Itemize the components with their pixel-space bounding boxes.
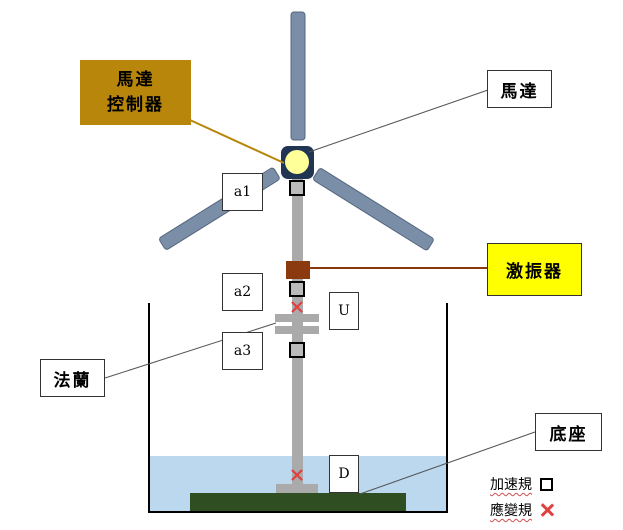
legend-accelerometer: 加速規 bbox=[490, 474, 553, 494]
legend-strain-gauge: 應變規 bbox=[490, 500, 554, 520]
flange-lower bbox=[275, 326, 319, 334]
legend-accelerometer-label: 加速規 bbox=[490, 477, 532, 493]
exciter-label: 激振器 bbox=[487, 243, 582, 296]
strain-gauge-legend-icon bbox=[540, 503, 554, 517]
a1-label: a1 bbox=[222, 173, 263, 211]
accelerometer-a3 bbox=[289, 342, 305, 358]
flange-upper bbox=[275, 314, 319, 322]
motor-label: 馬達 bbox=[487, 70, 552, 108]
accelerometer-a2 bbox=[289, 281, 305, 297]
strain-gauge-u bbox=[291, 301, 303, 313]
base-label: 底座 bbox=[535, 413, 602, 451]
seabed-base bbox=[190, 493, 406, 511]
leader-motor bbox=[308, 89, 489, 153]
accelerometer-a1 bbox=[289, 180, 305, 196]
tower-foot bbox=[276, 484, 318, 493]
a2-label: a2 bbox=[222, 273, 263, 311]
u-label: U bbox=[329, 292, 359, 330]
flange-label: 法蘭 bbox=[40, 359, 105, 397]
tank-outline bbox=[148, 303, 448, 513]
legend-strain-gauge-label: 應變規 bbox=[490, 503, 532, 519]
a3-label: a3 bbox=[222, 332, 263, 370]
motor-hub-center bbox=[285, 150, 309, 174]
exciter-body bbox=[286, 261, 310, 279]
strain-gauge-d bbox=[291, 469, 303, 481]
motor-controller-label: 馬達 控制器 bbox=[80, 60, 191, 125]
turbine-blade-right bbox=[313, 168, 434, 251]
turbine-blade-top bbox=[290, 11, 306, 141]
leader-motor-controller bbox=[189, 119, 285, 164]
accelerometer-legend-icon bbox=[540, 477, 553, 491]
leader-base bbox=[359, 431, 536, 495]
d-label: D bbox=[329, 455, 359, 493]
